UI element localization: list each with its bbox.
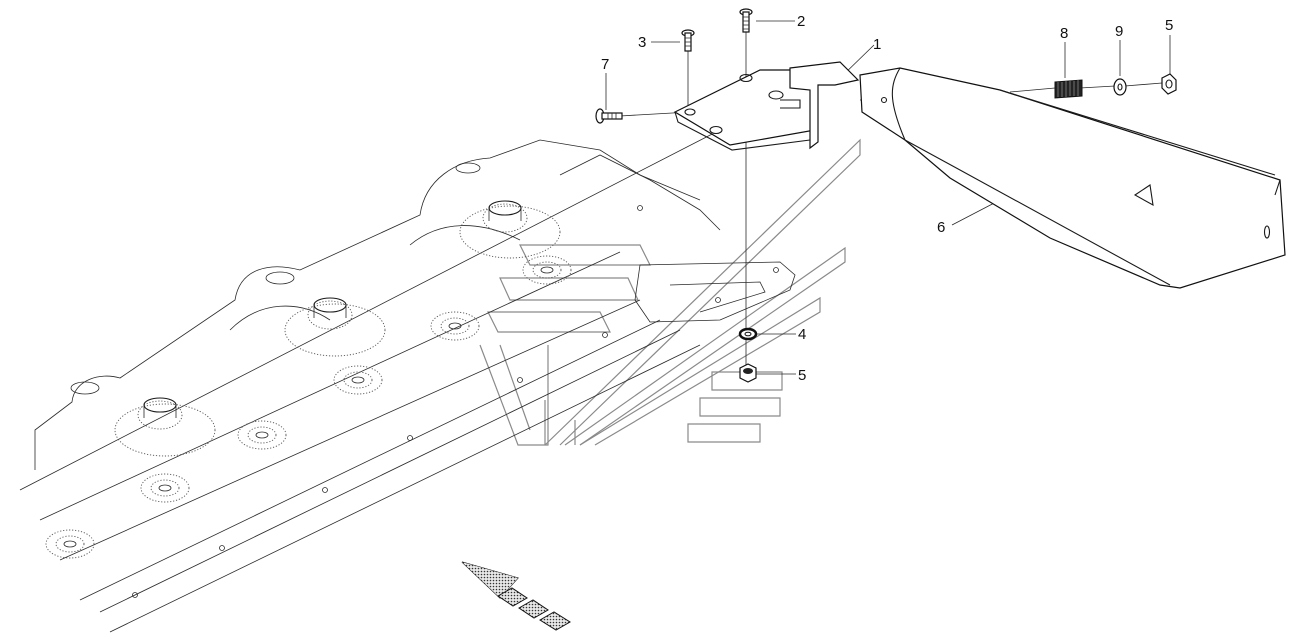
callout-6: 6 (937, 219, 945, 236)
disc-hub (459, 200, 561, 259)
guard-cover (859, 67, 1286, 289)
countersunk-screw (681, 29, 695, 52)
callout-4: 4 (798, 326, 806, 343)
callout-5-top: 5 (1165, 17, 1173, 34)
hex-nut (1161, 73, 1177, 95)
callout-7: 7 (601, 56, 609, 73)
countersunk-screw (739, 8, 753, 33)
countersunk-screw (595, 108, 623, 124)
callout-8: 8 (1060, 25, 1068, 42)
mounting-bracket (673, 61, 860, 151)
hex-nut (739, 363, 757, 383)
cutter-bar (19, 129, 721, 633)
washer (738, 327, 758, 341)
travel-direction-arrow-icon (461, 561, 571, 631)
callout-1: 1 (873, 36, 881, 53)
callout-9: 9 (1115, 23, 1123, 40)
disc-hub (114, 397, 216, 457)
callout-2: 2 (797, 13, 805, 30)
callout-3: 3 (638, 34, 646, 51)
washer (1113, 78, 1127, 96)
bearing-ring (45, 255, 572, 559)
disc-hub (284, 297, 386, 357)
callout-5-bottom: 5 (798, 367, 806, 384)
lower-mount-plate (634, 261, 796, 323)
compression-spring (1054, 79, 1083, 99)
